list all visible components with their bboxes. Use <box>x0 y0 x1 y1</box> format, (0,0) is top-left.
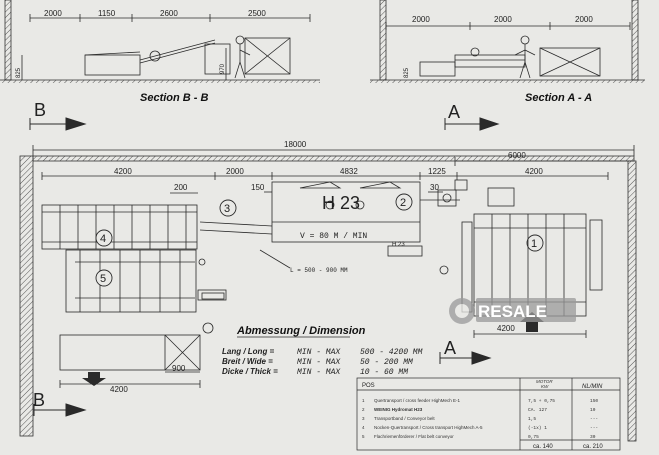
position-1: 1 <box>531 238 537 250</box>
dim-row-3-label: Dicke / Thick = <box>222 367 278 376</box>
pos-row-2-kw: CA. 127 <box>528 407 547 413</box>
plan-dimension-lines <box>19 145 637 442</box>
dim-row-3-range: MIN - MAX <box>297 368 341 377</box>
pos-row-3-no: 3 <box>362 416 365 421</box>
pos-row-1-nl: 150 <box>590 398 598 404</box>
dim-4200-top-left: 4200 <box>114 167 132 176</box>
pos-row-1-no: 1 <box>362 398 365 403</box>
height-bb-left: 825 <box>16 67 22 78</box>
pos-row-4-no: 4 <box>362 425 365 430</box>
dim-30: 30 <box>430 183 439 192</box>
dim-4832: 4832 <box>340 167 358 176</box>
section-aa <box>370 0 645 83</box>
dim-aa-2: 2000 <box>494 15 512 24</box>
height-aa-left: 825 <box>404 67 410 78</box>
machine-small-label: H 23 <box>392 242 405 248</box>
marker-b-bottom-label: B <box>33 390 45 410</box>
pos-row-1-kw: 7,5 + 0,75 <box>528 398 555 404</box>
pos-row-3-desc: Transportband / Conveyor belt <box>374 416 435 421</box>
dim-total-length: 18000 <box>284 140 307 149</box>
dim-row-2-label: Breit / Wide = <box>222 357 273 366</box>
dim-bb-1: 2000 <box>44 9 62 18</box>
outfeed-arrow <box>82 372 106 386</box>
marker-b-top <box>29 117 87 131</box>
machine-label: H 23 <box>322 193 360 213</box>
position-3: 3 <box>224 203 230 215</box>
pos-row-5-desc: Flachriemenförderer / Flat belt conveyor <box>374 434 454 439</box>
pos-header: POS <box>362 383 375 389</box>
pos-row-5-no: 5 <box>362 434 365 439</box>
dim-row-1-range: MIN - MAX <box>297 348 341 357</box>
pos-table <box>356 377 621 451</box>
position-4: 4 <box>100 233 106 245</box>
pos-row-4-kw: (-1x) 1 <box>528 425 547 431</box>
length-range: L = 500 - 900 MM <box>290 267 348 274</box>
position-2: 2 <box>400 197 406 209</box>
marker-a-bottom-label: A <box>444 338 456 358</box>
dim-4200-top-right: 4200 <box>525 167 543 176</box>
watermark-text: RESALE <box>478 302 547 321</box>
dim-right-length: 6000 <box>508 151 526 160</box>
dim-900: 900 <box>172 364 186 373</box>
dim-1225: 1225 <box>428 167 446 176</box>
pos-row-3-nl: --- <box>590 417 598 422</box>
pos-row-2-desc: WEINIG Hydromat H23 <box>374 407 423 412</box>
pos-row-2-nl: 10 <box>590 407 596 413</box>
pos-row-5-kw: 0,75 <box>528 434 539 440</box>
marker-b-bottom <box>33 403 87 417</box>
dim-4200-bottom-left: 4200 <box>110 385 128 394</box>
total-kw: ca. 140 <box>533 444 553 450</box>
section-bb-label: Section B - B <box>140 92 209 104</box>
kw-header: KW <box>541 384 549 389</box>
pos-row-3-kw: 1,5 <box>528 416 536 422</box>
dim-4200-bottom-right: 4200 <box>497 324 515 333</box>
dim-bb-3: 2600 <box>160 9 178 18</box>
dim-row-1-label: Lang / Long = <box>222 347 275 356</box>
marker-a-top <box>444 117 500 131</box>
section-bb <box>0 0 320 83</box>
pos-row-4-desc: Nocken-Quertransport / Cross transport H… <box>374 425 483 430</box>
dim-bb-4: 2500 <box>248 9 266 18</box>
dim-200: 200 <box>174 183 188 192</box>
machine-h23 <box>199 179 468 269</box>
speed-label: V = 80 M / MIN <box>300 232 367 241</box>
conveyor-left <box>41 204 227 388</box>
nl-header: NL/MIN <box>582 384 603 390</box>
resale-watermark <box>449 298 576 324</box>
pos-row-2-no: 2 <box>362 407 365 412</box>
pos-row-1-desc: Quertransport / cross feeder HighMech E-… <box>374 398 461 403</box>
dim-row-2-values: 50 - 200 MM <box>360 358 413 367</box>
dim-2000: 2000 <box>226 167 244 176</box>
dim-aa-1: 2000 <box>412 15 430 24</box>
dim-aa-3: 2000 <box>575 15 593 24</box>
dim-row-2-range: MIN - MAX <box>297 358 341 367</box>
pos-row-5-nl: 30 <box>590 434 596 440</box>
height-bb-right: 970 <box>220 63 226 74</box>
control-panel <box>201 292 225 300</box>
motor-header: MOTOR <box>536 379 553 384</box>
dim-bb-2: 1150 <box>98 9 116 18</box>
total-nl: ca. 210 <box>583 444 603 450</box>
dim-150: 150 <box>251 183 265 192</box>
marker-b-top-label: B <box>34 100 46 120</box>
dim-row-1-values: 500 - 4200 MM <box>360 348 423 357</box>
marker-a-bottom <box>439 351 492 365</box>
position-markers <box>95 193 544 287</box>
marker-a-top-label: A <box>448 102 460 122</box>
section-aa-label: Section A - A <box>525 92 592 104</box>
position-5: 5 <box>100 273 106 285</box>
dim-row-3-values: 10 - 60 MM <box>360 368 408 377</box>
dimension-title: Abmessung / Dimension <box>236 325 366 337</box>
pos-row-4-nl: --- <box>590 426 598 431</box>
